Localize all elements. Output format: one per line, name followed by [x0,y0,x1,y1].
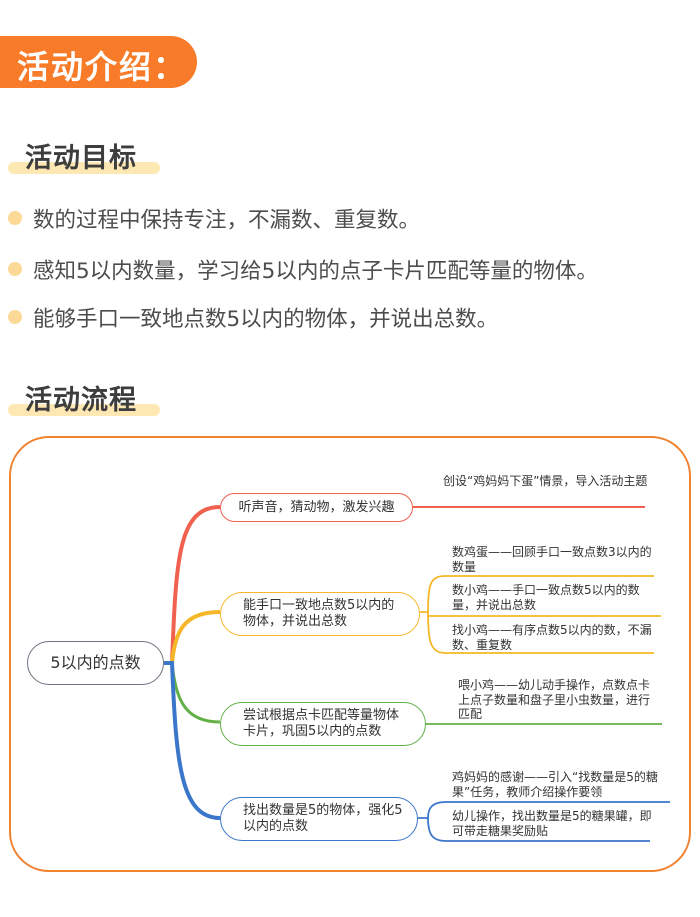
root-label: 5以内的点数 [50,653,141,672]
heading-highlight [8,404,160,416]
leaf-text: 鸡妈妈的感谢——引入“找数量是5的糖果”任务，教师介绍操作要领 [452,770,658,799]
goals-title: 活动目标 [25,143,137,174]
branch-node-3: 尝试根据点卡匹配等量物体卡片，巩固5以内的点数 [220,702,426,746]
goals-heading: 活动目标 [8,132,160,176]
bullet-dot-icon [8,262,22,276]
process-title: 活动流程 [25,385,137,416]
branch-node-4: 找出数量是5的物体，强化5以内的点数 [220,797,418,841]
leaf-text: 数鸡蛋——回顾手口一致点数3以内的数量 [452,545,652,574]
mindmap-frame [9,436,691,872]
goal-item: 能够手口一致地点数5以内的物体，并说出总数。 [8,302,498,332]
branch-label: 尝试根据点卡匹配等量物体卡片，巩固5以内的点数 [243,708,400,739]
branch-label: 能手口一致地点数5以内的物体，并说出总数 [243,598,395,629]
branch-label: 听声音，猜动物，激发兴趣 [238,499,395,515]
heading-highlight [8,162,160,174]
goal-text: 能够手口一致地点数5以内的物体，并说出总数。 [33,306,499,332]
leaf-text: 幼儿操作，找出数量是5的糖果罐，即可带走糖果奖励贴 [452,809,652,838]
branch-node-2: 能手口一致地点数5以内的物体，并说出总数 [220,592,420,636]
leaf-text: 创设“鸡妈妈下蛋”情景，导入活动主题 [443,474,648,488]
goal-item: 数的过程中保持专注，不漏数、重复数。 [8,203,420,233]
leaf-text: 喂小鸡——幼儿动手操作，点数点卡上点子数量和盘子里小虫数量，进行匹配 [458,678,651,721]
process-heading: 活动流程 [8,374,160,418]
section-banner: 活动介绍： [0,36,197,88]
branch-label: 找出数量是5的物体，强化5以内的点数 [243,803,403,834]
goal-text: 感知5以内数量，学习给5以内的点子卡片匹配等量的物体。 [33,258,598,284]
goal-item: 感知5以内数量，学习给5以内的点子卡片匹配等量的物体。 [8,254,598,284]
leaf-text: 数小鸡——手口一致点数5以内的数量，并说出总数 [452,583,640,612]
bullet-dot-icon [8,211,22,225]
bullet-dot-icon [8,310,22,324]
branch-node-1: 听声音，猜动物，激发兴趣 [220,493,413,522]
banner-title: 活动介绍： [17,48,188,86]
mindmap-root: 5以内的点数 [27,641,164,685]
goal-text: 数的过程中保持专注，不漏数、重复数。 [33,207,421,233]
leaf-text: 找小鸡——有序点数5以内的数，不漏数、重复数 [452,623,652,652]
